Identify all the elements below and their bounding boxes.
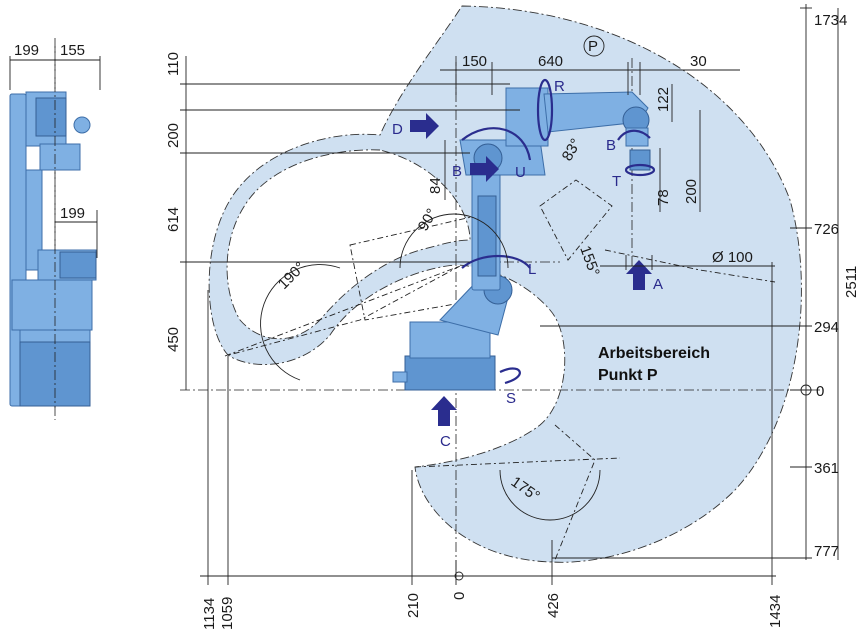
axis-b-wrist: B (606, 137, 616, 154)
title-line-2: Punkt P (598, 367, 658, 384)
arrow-c (431, 396, 457, 426)
title-line-1: Arbeitsbereich (598, 345, 710, 362)
axis-l: L (528, 261, 536, 278)
bottom-1134: 1134 (201, 598, 218, 630)
envelope-outer (208, 5, 802, 563)
dim-78: 78 (655, 189, 672, 206)
side-dim-1: 199 (14, 42, 39, 59)
dim-84: 84 (427, 177, 444, 194)
dim-450: 450 (165, 327, 182, 352)
side-dim-2: 155 (60, 42, 85, 59)
axis-t: T (612, 173, 621, 190)
dim-30: 30 (690, 53, 707, 70)
diameter-label: Ø 100 (712, 249, 753, 266)
level-726: 726 (814, 221, 839, 238)
bottom-dimension-labels: 1134 1059 210 0 426 1434 (201, 592, 784, 630)
dim-200-right: 200 (683, 179, 700, 204)
point-p-label: P (588, 38, 598, 55)
bottom-1434: 1434 (767, 595, 784, 628)
side-view-dimensions: 199 155 199 (9, 42, 101, 258)
dim-614: 614 (165, 207, 182, 232)
level-361: 361 (814, 460, 839, 477)
workspace-title: Arbeitsbereich Punkt P (598, 345, 710, 384)
top-dimension-labels: 150 640 30 P (462, 35, 707, 70)
right-level-labels: 1734 726 294 0 361 777 2511 (814, 12, 860, 560)
rotation-sectors (224, 179, 776, 561)
axis-rotation-arrows (461, 78, 656, 385)
dim-640: 640 (538, 53, 563, 70)
bottom-0: 0 (451, 592, 468, 600)
work-envelope (208, 5, 802, 563)
bottom-210: 210 (405, 593, 422, 618)
axis-labels: R B T U L S (506, 78, 621, 407)
level-0: 0 (816, 383, 824, 400)
bottom-426: 426 (545, 593, 562, 618)
total-2511: 2511 (843, 266, 860, 298)
label-c: C (440, 433, 451, 450)
label-b: B (452, 163, 462, 180)
dim-122: 122 (655, 87, 672, 112)
bottom-1059: 1059 (219, 597, 236, 630)
axis-s: S (506, 390, 516, 407)
left-dimension-labels: 110 200 614 450 (165, 52, 182, 352)
side-dim-3: 199 (60, 205, 85, 222)
dim-200: 200 (165, 123, 182, 148)
level-294: 294 (814, 319, 839, 336)
arrow-a (626, 260, 652, 290)
arrow-b (470, 156, 499, 182)
right-small-dimension-labels: 122 200 78 84 Ø 100 (427, 87, 753, 266)
dim-110: 110 (165, 52, 182, 76)
side-view-robot (9, 46, 97, 420)
label-a: A (653, 276, 663, 293)
axis-r: R (554, 78, 565, 95)
envelope-inner-cutout (226, 149, 471, 340)
dimension-lines (180, 4, 839, 585)
axis-u: U (515, 164, 526, 181)
view-arrows (410, 113, 652, 426)
label-d: D (392, 121, 403, 138)
main-robot (392, 87, 651, 391)
level-1734: 1734 (814, 12, 847, 29)
view-arrow-labels: D B A C (392, 121, 663, 450)
level-777: 777 (814, 543, 839, 560)
dim-150: 150 (462, 53, 487, 70)
arrow-d (410, 113, 439, 139)
